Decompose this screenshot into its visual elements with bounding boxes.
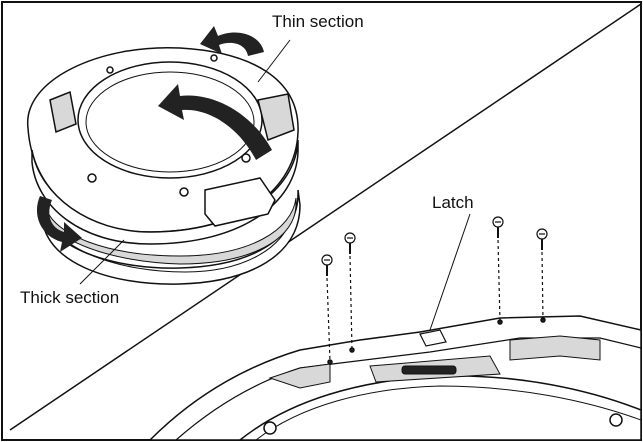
screw-icon xyxy=(344,232,356,254)
screw-guide xyxy=(326,277,331,363)
housing-screw-2 xyxy=(179,187,189,197)
latch-leader xyxy=(429,213,471,331)
rotation-arrows xyxy=(36,26,272,252)
connector-block xyxy=(204,177,276,227)
housing-screw-3 xyxy=(241,153,251,163)
screw-guide xyxy=(349,255,353,351)
latch-label: Latch xyxy=(432,193,474,212)
housing-screw-4 xyxy=(106,66,114,74)
thin-section-leader xyxy=(257,39,291,83)
plate-opening-edge xyxy=(255,385,642,441)
mounting-screws xyxy=(321,216,548,363)
thick-section-label: Thick section xyxy=(20,288,120,307)
curved-arrow-icon xyxy=(158,84,272,160)
latch xyxy=(419,329,447,347)
screw-icon xyxy=(536,228,548,250)
panel-divider xyxy=(9,3,642,431)
plate-boss-2 xyxy=(609,413,623,427)
latch-slot xyxy=(401,365,457,375)
screw-icon xyxy=(321,254,333,276)
base-band xyxy=(44,197,297,265)
housing-screw-1 xyxy=(87,173,97,183)
curved-arrow-icon xyxy=(200,26,264,56)
thin-section-label: Thin section xyxy=(272,12,364,31)
curved-arrow-icon xyxy=(36,196,82,252)
plate-boss-1 xyxy=(263,421,277,435)
lens-window xyxy=(77,61,263,179)
thick-section-leader xyxy=(79,239,125,285)
mounting-plate xyxy=(148,315,642,441)
lens-window-inner xyxy=(85,71,255,173)
plate-wall-shading xyxy=(509,335,601,361)
camera-housing xyxy=(27,46,301,285)
housing-screw-5 xyxy=(210,54,218,62)
screw-guide xyxy=(497,239,501,323)
screw-guide xyxy=(541,251,544,321)
plate-wall-shading xyxy=(268,363,331,389)
screw-icon xyxy=(492,216,504,238)
side-clip-left xyxy=(49,90,77,134)
connector-tab xyxy=(257,93,295,142)
plate-rim xyxy=(175,337,642,441)
